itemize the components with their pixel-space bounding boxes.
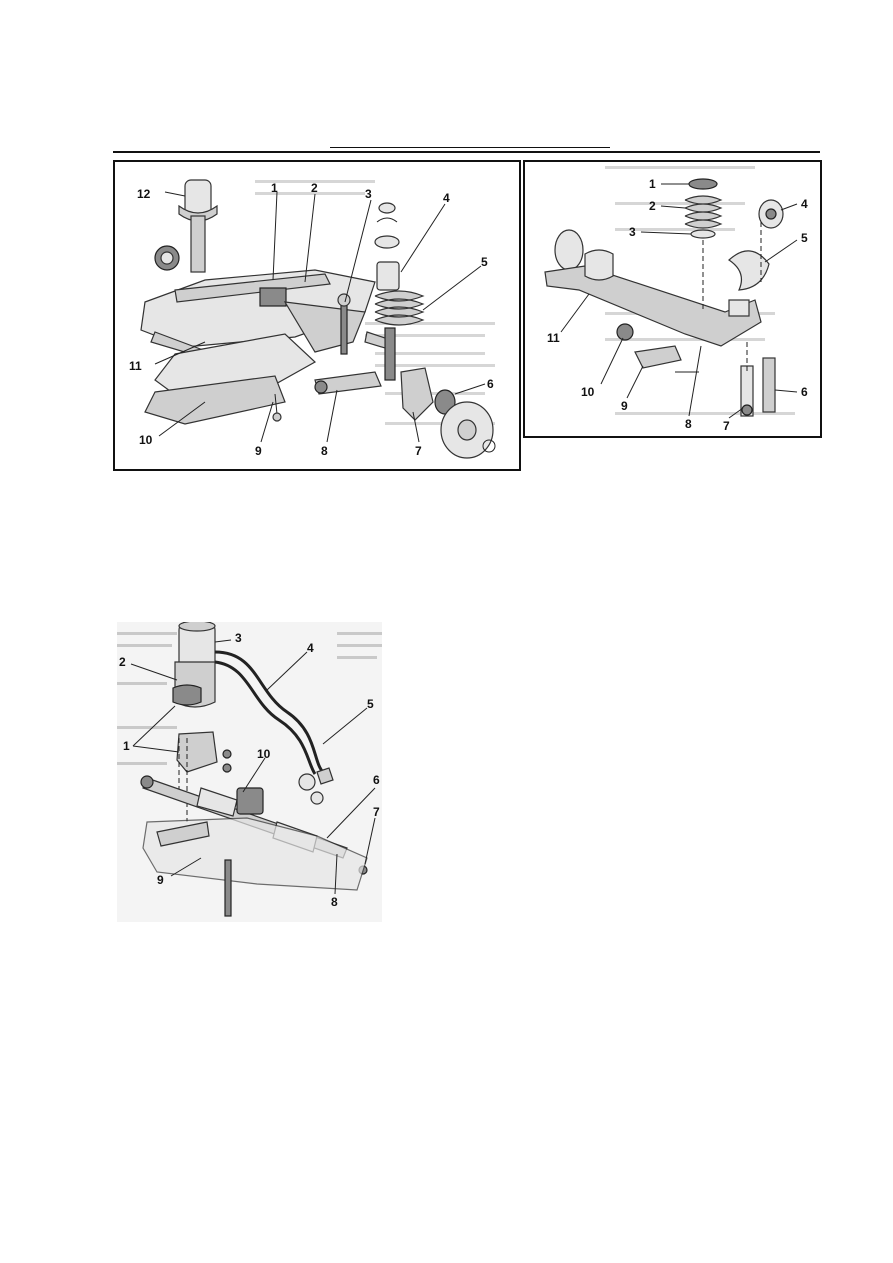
callout-steering-3: 3: [235, 631, 242, 645]
callout-rear-2: 2: [649, 199, 656, 213]
front-control-arm: [272, 293, 382, 422]
rear-guide-lines: [702, 222, 762, 372]
steering-hoses: [214, 650, 334, 785]
front-strut-assembly: [154, 179, 218, 273]
callout-rear-4: 4: [801, 197, 808, 211]
pump-bracket: [176, 731, 232, 822]
callout-front-12: 12: [137, 187, 151, 201]
background-text-lines: [255, 180, 495, 425]
callout-steering-7: 7: [373, 805, 380, 819]
callout-steering-4: 4: [307, 641, 314, 655]
front-suspension-drawing: 12 1 2 3 4 5 6 7 8 9 10 11: [129, 179, 496, 459]
callout-rear-5: 5: [801, 231, 808, 245]
callout-rear-3: 3: [629, 225, 636, 239]
callout-front-4: 4: [443, 191, 450, 205]
callout-steering-5: 5: [367, 697, 374, 711]
rear-hub: [728, 199, 784, 291]
callout-front-1: 1: [271, 181, 278, 195]
callout-steering-9: 9: [157, 873, 164, 887]
callout-rear-1: 1: [649, 177, 656, 191]
front-callouts: 12 1 2 3 4 5 6 7 8 9 10 11: [129, 181, 494, 458]
callout-front-2: 2: [311, 181, 318, 195]
steering-drawing: 3 2 4 5 1 10 6 7 8 9: [117, 622, 382, 917]
header-rule: [113, 151, 820, 153]
front-strut-exploded: [364, 202, 425, 381]
callout-rear-8: 8: [685, 417, 692, 431]
callout-front-5: 5: [481, 255, 488, 269]
callout-rear-6: 6: [801, 385, 808, 399]
rear-suspension-figure: 1 2 3 4 5 6 7 8 9 10 11: [523, 160, 822, 438]
rear-spring-parts: [684, 178, 723, 239]
callout-front-6: 6: [487, 377, 494, 391]
callout-rear-11: 11: [547, 331, 560, 345]
background-text-lines: [117, 632, 382, 765]
front-suspension-figure: 12 1 2 3 4 5 6 7 8 9 10 11: [113, 160, 521, 471]
callout-front-10: 10: [139, 433, 153, 447]
callout-front-7: 7: [415, 444, 422, 458]
rear-shock-absorbers: [740, 357, 776, 417]
callout-steering-6: 6: [373, 773, 380, 787]
rear-axle-beam: [544, 229, 762, 373]
callout-front-3: 3: [365, 187, 372, 201]
callout-steering-2: 2: [119, 655, 126, 669]
front-hub-disc: [400, 367, 496, 459]
steering-figure: 3 2 4 5 1 10 6 7 8 9: [117, 622, 382, 922]
rear-callouts: 1 2 3 4 5 6 7 8 9 10 11: [547, 177, 808, 433]
callout-rear-7: 7: [723, 419, 730, 433]
power-steering-reservoir: [172, 622, 216, 708]
rear-suspension-drawing: 1 2 3 4 5 6 7 8 9 10 11: [544, 166, 808, 433]
callout-steering-10: 10: [257, 747, 271, 761]
callout-rear-10: 10: [581, 385, 595, 399]
steering-subframe: [142, 817, 368, 917]
callout-steering-8: 8: [331, 895, 338, 909]
callout-front-11: 11: [129, 359, 142, 373]
callout-front-9: 9: [255, 444, 262, 458]
steering-callouts: 3 2 4 5 1 10 6 7 8 9: [119, 631, 380, 909]
front-splash-shield: [144, 333, 317, 425]
header-rule-thin: [330, 147, 610, 148]
callout-steering-1: 1: [123, 739, 130, 753]
callout-front-8: 8: [321, 444, 328, 458]
callout-rear-9: 9: [621, 399, 628, 413]
